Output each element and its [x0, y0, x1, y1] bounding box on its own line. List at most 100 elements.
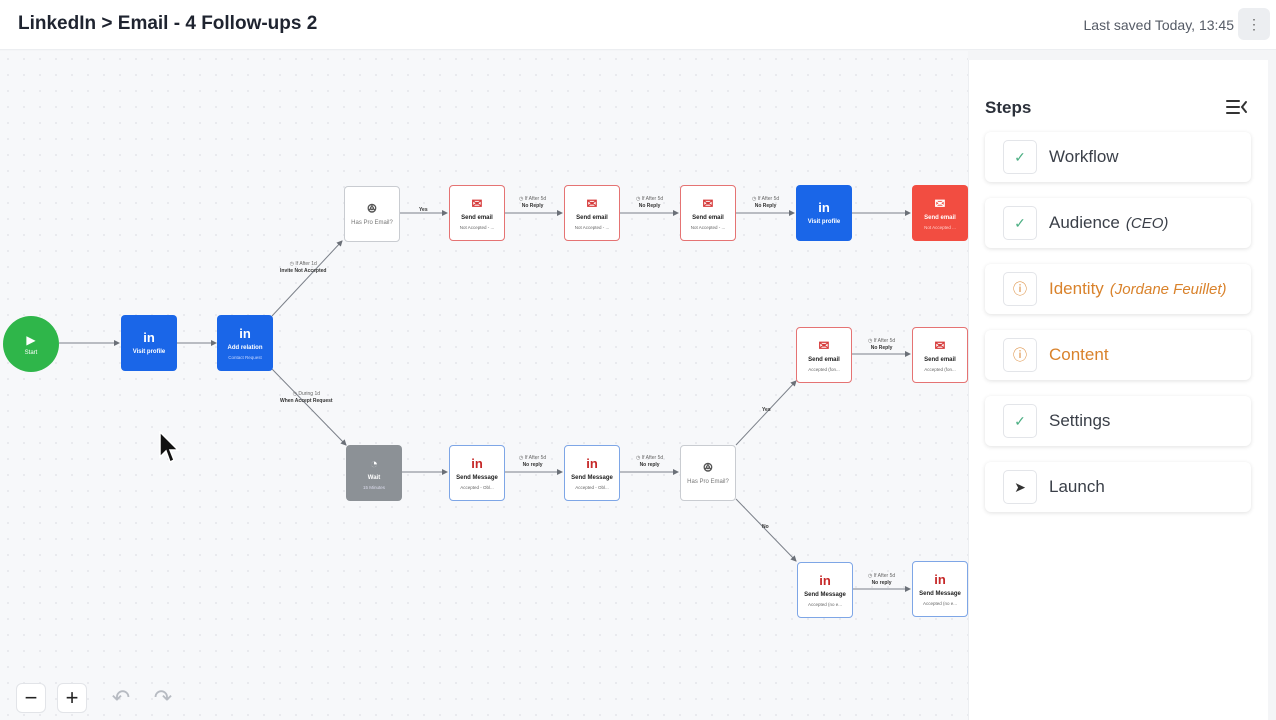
- node-label: Send email: [576, 214, 608, 221]
- node-sublabel: Contact Request: [228, 354, 262, 360]
- zoom-out-button[interactable]: −: [16, 683, 46, 713]
- edge-time: ◷ If After 5d: [636, 196, 664, 202]
- edge-add-haspro: [271, 240, 343, 317]
- node-add-relation[interactable]: in Add relation Contact Request: [217, 315, 273, 371]
- node-send-message-4[interactable]: in Send Message Accepted (no e...: [912, 561, 968, 617]
- node-label: Send Message: [804, 591, 846, 598]
- node-send-message-1[interactable]: in Send Message Accepted - Obl...: [449, 445, 505, 501]
- minus-icon: −: [24, 685, 38, 710]
- node-visit-profile[interactable]: in Visit profile: [121, 315, 177, 371]
- node-send-email-1[interactable]: ✉ Send email Not Accepted - ...: [449, 185, 505, 241]
- more-options-button[interactable]: ⋮: [1238, 8, 1270, 40]
- edge-time: ◷ If After 1d: [289, 261, 317, 267]
- node-label: Send Message: [571, 474, 613, 481]
- warning-circle-icon: ⓘ: [1003, 272, 1037, 306]
- edge-text: No: [762, 524, 769, 530]
- undo-icon: ↶: [111, 685, 131, 710]
- edge-label-no-reply-4: ◷ If After 5d No reply: [519, 455, 546, 469]
- node-has-pro-email-bottom[interactable]: ꔮ Has Pro Email?: [680, 445, 736, 501]
- step-launch[interactable]: ➤ Launch: [985, 462, 1251, 512]
- node-label: Send Message: [919, 590, 961, 597]
- send-icon: ➤: [1003, 470, 1037, 504]
- node-send-email-6[interactable]: ✉ Send email Accepted (fon...: [912, 327, 968, 383]
- edge-time: ◷ If After 5d: [868, 573, 896, 579]
- step-label: Identity: [1049, 279, 1104, 298]
- linkedin-icon: in: [239, 325, 251, 341]
- start-label: Start: [24, 349, 38, 356]
- mouse-cursor-icon: [159, 431, 180, 464]
- step-sublabel: (CEO): [1125, 214, 1169, 232]
- redo-button[interactable]: ↷: [148, 683, 178, 713]
- step-label: Content: [1049, 345, 1109, 364]
- node-send-email-4[interactable]: ✉ Send email Not Accepted ...: [912, 185, 968, 241]
- step-label: Launch: [1049, 477, 1105, 496]
- node-has-pro-email-top[interactable]: ꔮ Has Pro Email?: [344, 186, 400, 242]
- node-wait[interactable]: ◔ Wait 15 Minutes: [346, 445, 402, 501]
- node-label: Wait: [367, 474, 381, 481]
- edge-time: ◷ If After 5d: [519, 455, 547, 461]
- warning-circle-icon: ⓘ: [1003, 338, 1037, 372]
- envelope-icon: ✉: [818, 337, 830, 353]
- edge-label-yes-top: Yes: [419, 207, 428, 214]
- node-sublabel: Not Accepted - ...: [574, 224, 610, 230]
- edge-text: No Reply: [754, 203, 777, 209]
- node-label: Add relation: [227, 344, 263, 351]
- edge-time: ◷ If After 5d: [752, 196, 780, 202]
- node-send-email-2[interactable]: ✉ Send email Not Accepted - ...: [564, 185, 620, 241]
- collapse-sidebar-icon[interactable]: [1226, 98, 1248, 116]
- zoom-in-button[interactable]: +: [57, 683, 87, 713]
- node-sublabel: Accepted (fon...: [808, 366, 840, 372]
- envelope-icon: ✉: [586, 195, 598, 211]
- envelope-icon: ✉: [702, 195, 714, 211]
- node-label: Send email: [924, 356, 956, 363]
- step-label: Settings: [1049, 411, 1111, 430]
- play-icon: ▶: [26, 332, 36, 347]
- linkedin-icon: in: [471, 455, 483, 471]
- node-label: Send email: [692, 214, 724, 221]
- node-label: Send email: [924, 214, 956, 221]
- node-sublabel: Accepted - Obl...: [575, 484, 609, 490]
- edge-haspro2-email5: [735, 380, 797, 446]
- check-icon: ✓: [1003, 404, 1037, 438]
- envelope-icon: ✉: [471, 195, 483, 211]
- node-sublabel: Not Accepted - ...: [690, 224, 726, 230]
- node-label: Visit profile: [807, 218, 841, 225]
- node-send-email-5[interactable]: ✉ Send email Accepted (fon...: [796, 327, 852, 383]
- edge-label-invite-not-accepted: ◷ If After 1d Invite Not Accepted: [280, 261, 327, 275]
- edge-label-when-accept: ◷ During 1d When Accept Request: [280, 391, 333, 405]
- node-send-message-3[interactable]: in Send Message Accepted (no e...: [797, 562, 853, 618]
- edge-label-no-bottom: No: [762, 524, 769, 531]
- undo-button[interactable]: ↶: [106, 683, 136, 713]
- linkedin-icon: in: [586, 455, 598, 471]
- vertical-dots-icon: ⋮: [1247, 15, 1261, 32]
- node-send-email-3[interactable]: ✉ Send email Not Accepted - ...: [680, 185, 736, 241]
- step-settings[interactable]: ✓ Settings: [985, 396, 1251, 446]
- edge-text: No Reply: [521, 203, 544, 209]
- start-node[interactable]: ▶ Start: [3, 316, 59, 372]
- edge-label-no-reply-1: ◷ If After 5d No Reply: [519, 196, 546, 210]
- edge-text: No reply: [639, 462, 660, 468]
- steps-sidebar: Steps ✓ Workflow ✓ Audience (CEO) ⓘ Iden…: [968, 60, 1268, 720]
- edge-text: No Reply: [870, 345, 893, 351]
- step-identity[interactable]: ⓘ Identity (Jordane Feuillet): [985, 264, 1251, 314]
- edge-text: Invite Not Accepted: [280, 268, 327, 274]
- workflow-canvas[interactable]: ▶ Start in Visit profile in Add relation…: [0, 51, 968, 720]
- edge-time: ◷ If After 5d: [519, 196, 547, 202]
- node-label: Send email: [461, 214, 493, 221]
- linkedin-icon: in: [819, 572, 831, 588]
- user-check-icon: ꔮ: [366, 200, 378, 216]
- step-workflow[interactable]: ✓ Workflow: [985, 132, 1251, 182]
- node-sublabel: Not Accepted ...: [924, 224, 956, 230]
- edge-label-no-reply-7: ◷ If After 5d No reply: [868, 573, 895, 587]
- edge-time: ◷ If After 5d: [636, 455, 664, 461]
- step-audience[interactable]: ✓ Audience (CEO): [985, 198, 1251, 248]
- node-visit-profile-2[interactable]: in Visit profile: [796, 185, 852, 241]
- workflow-edges: [59, 210, 911, 592]
- step-content[interactable]: ⓘ Content: [985, 330, 1251, 380]
- node-send-message-2[interactable]: in Send Message Accepted - Obl...: [564, 445, 620, 501]
- user-check-icon: ꔮ: [702, 459, 714, 475]
- edge-text: No reply: [522, 462, 543, 468]
- edge-text: No reply: [871, 580, 892, 586]
- check-icon: ✓: [1003, 140, 1037, 174]
- linkedin-icon: in: [934, 571, 946, 587]
